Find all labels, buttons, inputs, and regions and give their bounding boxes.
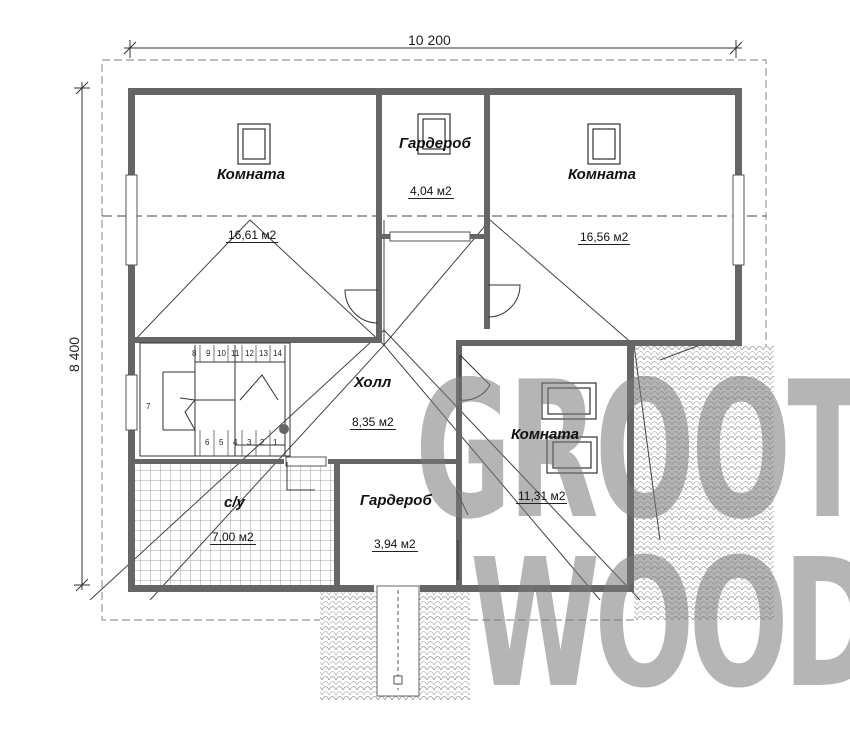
room-e-area: 11,31 м2 (516, 489, 568, 504)
stair-step-lower: 6 (205, 438, 210, 447)
hall-name: Холл (354, 374, 392, 391)
bathroom-area: 7,00 м2 (210, 530, 256, 545)
stair-step-upper: 9 (206, 349, 211, 358)
stair-steps (199, 345, 271, 456)
dimension-height-label: 8 400 (66, 336, 82, 372)
porch-roof-east (634, 346, 774, 621)
stair-step-upper: 10 (217, 349, 226, 358)
windows (125, 174, 745, 467)
room-ne-name: Комната (568, 166, 636, 183)
stair-step-lower: 1 (273, 438, 278, 447)
stair-step-upper: 8 (192, 349, 197, 358)
wardrobe-s-name: Гардероб (360, 492, 432, 509)
bathroom-tiles (135, 462, 334, 585)
room-nw-name: Комната (217, 166, 285, 183)
stair-step-upper: 11 (231, 349, 240, 358)
dimension-width-label: 10 200 (408, 32, 451, 48)
stair-step-upper: 13 (259, 349, 268, 358)
stair-newel (279, 424, 289, 434)
roof-windows (237, 113, 621, 474)
roof-lines (89, 215, 766, 601)
bathroom-name: с/у (224, 494, 245, 511)
dimension-height-line (74, 81, 90, 592)
stair-step-upper: 14 (273, 349, 282, 358)
wardrobe-n-area: 4,04 м2 (408, 184, 454, 199)
stair-step-upper: 12 (245, 349, 254, 358)
watermark-line1: GROOT (415, 340, 850, 561)
room-e-name: Комната (511, 426, 579, 443)
stair-landing: 7 (146, 402, 151, 411)
wardrobe-s-area: 3,94 м2 (372, 537, 418, 552)
dimension-width-line (123, 40, 743, 58)
wardrobe-n-name: Гардероб (399, 135, 471, 152)
stair-step-lower: 3 (247, 438, 252, 447)
doors (286, 284, 521, 580)
hall-area: 8,35 м2 (350, 415, 396, 430)
stair-step-lower: 5 (219, 438, 224, 447)
room-nw-area: 16,61 м2 (226, 228, 279, 243)
stair-step-lower: 4 (233, 438, 238, 447)
watermark-line2: WOOD (470, 520, 850, 727)
staircase (139, 342, 291, 457)
room-ne-area: 16,56 м2 (578, 230, 631, 245)
stair-step-lower: 2 (260, 438, 265, 447)
